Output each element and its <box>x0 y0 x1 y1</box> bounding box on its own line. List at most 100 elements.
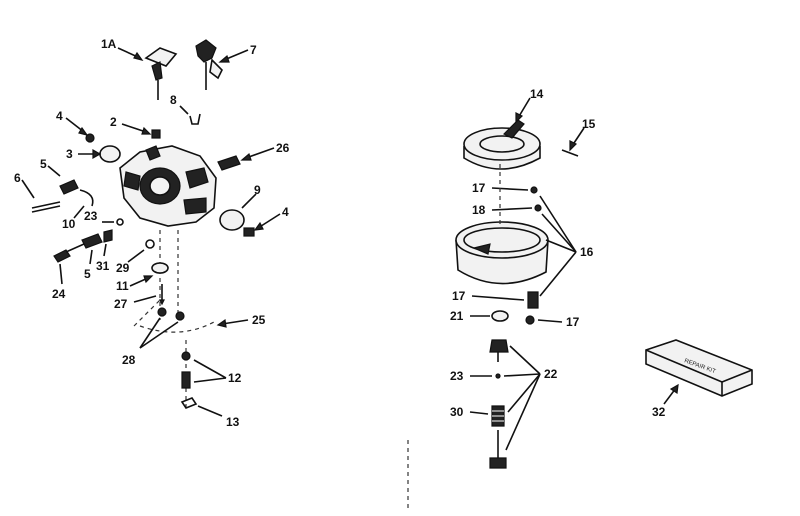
callout-22: 22 <box>544 367 558 381</box>
leader-22-b <box>503 373 541 377</box>
leader-12-b <box>193 377 227 383</box>
part-23-washer-left <box>116 218 124 226</box>
callout-7: 7 <box>250 43 257 57</box>
part-12-jet <box>181 351 191 389</box>
leader-22-c <box>507 373 541 413</box>
leader-17-mid <box>471 295 525 301</box>
leader-28-a <box>139 317 161 349</box>
part-8-clip <box>189 113 201 125</box>
callout-25: 25 <box>252 313 266 327</box>
part-26-stud <box>217 155 241 171</box>
part-4-bolt-right <box>243 227 255 237</box>
part-main-jet-bolt <box>489 430 507 469</box>
leader-30 <box>469 411 489 415</box>
leader-5-lower <box>89 249 93 265</box>
callout-1a: 1A <box>101 37 117 51</box>
leader-18 <box>491 207 533 211</box>
part-15-pin <box>561 149 579 157</box>
leader-31 <box>103 243 107 257</box>
callout-14: 14 <box>530 87 544 101</box>
leader-27 <box>133 295 157 303</box>
callout-11: 11 <box>116 279 129 293</box>
leader-24 <box>59 263 63 285</box>
leader-2 <box>121 123 152 135</box>
part-5-sleeve-lower <box>81 233 103 249</box>
leader-5-upper <box>47 165 61 177</box>
part-4-nut-upper <box>85 133 95 143</box>
callout-9: 9 <box>254 183 261 197</box>
leader-17-top <box>491 187 529 191</box>
callout-8: 8 <box>170 93 177 107</box>
callout-17-right: 17 <box>566 315 580 329</box>
callout-12: 12 <box>228 371 242 385</box>
part-22-valve-assembly <box>489 339 509 379</box>
callout-3: 3 <box>66 147 73 161</box>
part-2-screw <box>151 129 161 139</box>
part-13-gasket <box>180 397 198 409</box>
callout-4-upper: 4 <box>56 109 63 123</box>
part-28-pins <box>157 307 185 321</box>
part-31-spring <box>103 229 113 243</box>
leader-13 <box>197 405 223 417</box>
leader-29 <box>127 249 145 263</box>
leader-9 <box>241 193 257 209</box>
leader-4-upper <box>65 117 89 136</box>
leader-12-a <box>193 359 227 379</box>
part-5-sleeve-upper <box>59 179 79 195</box>
part-30-spring <box>491 405 505 427</box>
callout-21: 21 <box>450 309 464 323</box>
part-6-pin <box>31 201 61 213</box>
part-10-spring <box>79 189 94 207</box>
callout-16: 16 <box>580 245 594 259</box>
callout-18: 18 <box>472 203 486 217</box>
leader-4-right <box>253 213 281 231</box>
part-17-spring <box>527 291 539 309</box>
part-21-ring <box>491 310 509 322</box>
leader-16-a <box>539 195 577 253</box>
arrowhead-3 <box>92 148 102 160</box>
leader-1a <box>117 47 144 61</box>
part-7-choke-lever <box>195 39 223 90</box>
leader-15 <box>569 127 585 152</box>
part-11-seat <box>151 262 169 274</box>
part-16-float-ring <box>455 221 549 285</box>
part-17-clip <box>525 315 535 325</box>
leader-16-d <box>539 251 577 297</box>
callout-13: 13 <box>226 415 240 429</box>
callout-32: 32 <box>652 405 666 419</box>
callout-23-right: 23 <box>450 369 464 383</box>
part-24-needle <box>53 243 85 263</box>
callout-5-lower: 5 <box>84 267 91 281</box>
callout-2: 2 <box>110 115 117 129</box>
callout-4-right: 4 <box>282 205 289 219</box>
leader-25 <box>216 318 249 328</box>
part-14-float-bowl-top <box>463 119 541 170</box>
callout-5-upper: 5 <box>40 157 47 171</box>
callout-10: 10 <box>62 217 76 231</box>
leader-8 <box>179 105 189 115</box>
carburetor-body <box>119 145 217 227</box>
callout-28: 28 <box>122 353 136 367</box>
leader-14 <box>515 97 531 124</box>
callout-17-top: 17 <box>472 181 486 195</box>
callout-29: 29 <box>116 261 130 275</box>
leader-28-b <box>139 321 179 349</box>
part-17-18-small-parts <box>530 186 542 212</box>
float-bowl-dashed-outline <box>133 230 215 410</box>
leader-26 <box>240 147 275 161</box>
leader-22-a <box>509 345 541 375</box>
leader-22-d <box>505 373 541 451</box>
callout-27: 27 <box>114 297 128 311</box>
part-1a-throttle-shaft <box>144 47 178 100</box>
part-9-gasket <box>219 209 245 231</box>
part-29-ring <box>145 239 155 249</box>
leader-11 <box>129 275 154 287</box>
callout-15: 15 <box>582 117 596 131</box>
part-27-inlet-needle <box>159 284 165 306</box>
callout-17-mid: 17 <box>452 289 466 303</box>
part-32-repair-kit-packet: REPAIR KIT <box>645 339 753 397</box>
part-3-disc <box>99 145 121 163</box>
callout-31: 31 <box>96 259 110 273</box>
leader-7 <box>218 49 249 63</box>
callout-30: 30 <box>450 405 464 419</box>
